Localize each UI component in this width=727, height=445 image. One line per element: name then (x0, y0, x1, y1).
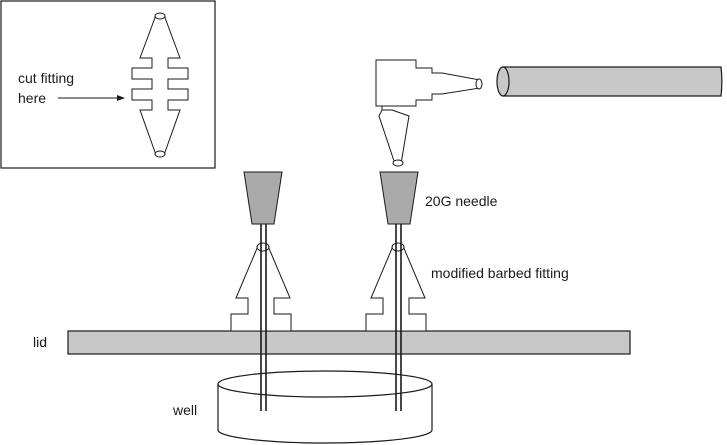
right-needle-hub (379, 171, 419, 225)
well-label: well (173, 402, 198, 418)
left-needle-shaft (260, 224, 267, 411)
tubing (496, 66, 723, 97)
lid-label: lid (33, 334, 48, 350)
left-needle-hub (243, 171, 283, 225)
fitting-label: modified barbed fitting (431, 265, 569, 281)
inset-frame (0, 0, 216, 169)
inset-label-line1: cut fitting (18, 70, 75, 86)
right-needle-shaft (395, 224, 402, 411)
elbow-connector (375, 59, 483, 167)
lid (67, 330, 631, 355)
needle-label: 20G needle (425, 193, 498, 209)
inset-fitting (131, 12, 189, 158)
well (217, 370, 433, 444)
inset-label-line2: here (18, 90, 47, 106)
